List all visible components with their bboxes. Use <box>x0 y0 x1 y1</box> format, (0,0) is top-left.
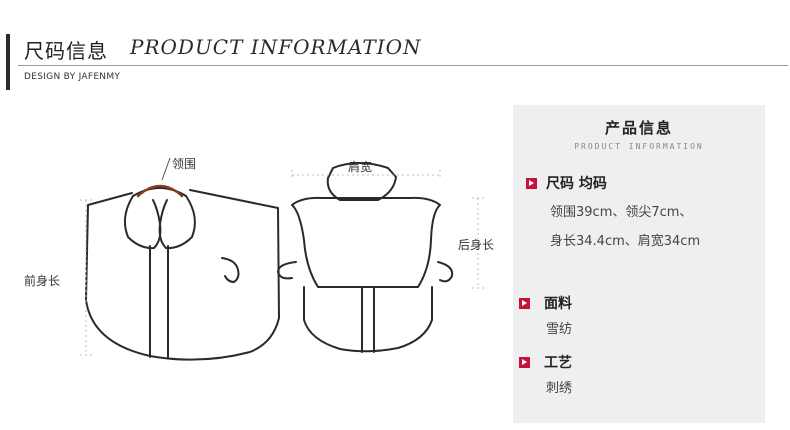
label-shoulder: 肩宽 <box>348 160 373 174</box>
title-accent-bar <box>6 34 10 90</box>
label-front-length: 前身长 <box>24 274 61 288</box>
back-view <box>277 162 454 353</box>
fabric-heading: 面料 <box>544 296 572 312</box>
size-detail-line-1: 领围39cm、领尖7cm、 <box>550 205 693 220</box>
panel-title: 产品信息 <box>604 119 673 137</box>
craft-heading: 工艺 <box>544 355 572 371</box>
fabric-value: 雪纺 <box>546 322 573 337</box>
title-divider <box>18 65 788 66</box>
page-title-en: PRODUCT INFORMATION <box>130 35 422 59</box>
fabric-section-icon <box>519 298 530 309</box>
craft-value: 刺绣 <box>546 381 573 396</box>
label-back-length: 后身长 <box>458 238 495 252</box>
panel-subtitle: PRODUCT INFORMATION <box>574 142 704 151</box>
product-info-panel: 产品信息 PRODUCT INFORMATION 尺码 均码 领围39cm、领尖… <box>513 105 765 423</box>
page-title-cn: 尺码信息 <box>24 39 108 63</box>
collar-diagram <box>80 157 484 361</box>
craft-section-icon <box>519 357 530 368</box>
front-view <box>85 187 280 361</box>
size-detail-line-2: 身长34.4cm、肩宽34cm <box>550 234 701 249</box>
size-heading: 尺码 均码 <box>546 176 607 192</box>
label-collar: 领围 <box>172 157 197 171</box>
size-section-icon <box>526 178 537 189</box>
design-credit: DESIGN BY JAFENMY <box>24 72 121 82</box>
